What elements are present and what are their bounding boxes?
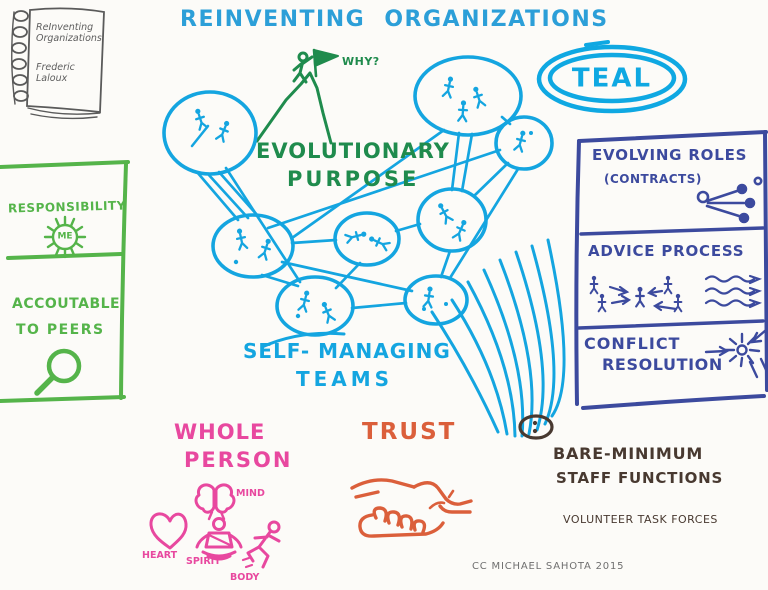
bare-minimum-line2: STAFF FUNCTIONS bbox=[556, 469, 724, 487]
teal-oval-icon bbox=[536, 40, 688, 114]
magnifier-icon bbox=[34, 348, 82, 396]
sun-me-icon bbox=[43, 215, 87, 259]
accountable-line1: ACCOUTABLE bbox=[12, 296, 121, 312]
staff-face-icon bbox=[518, 414, 554, 440]
book-icon bbox=[11, 7, 105, 120]
spirit-label: SPIRIT bbox=[186, 556, 221, 567]
evolutionary-purpose-line2: PURPOSE bbox=[287, 167, 420, 191]
trust-label: TRUST bbox=[362, 419, 457, 445]
conflict-line2: RESOLUTION bbox=[602, 355, 723, 374]
book-cover-title: ReInventing Organizations bbox=[36, 22, 102, 44]
whole-person-line1: WHOLE bbox=[174, 420, 266, 444]
heart-label: HEART bbox=[142, 550, 178, 561]
conflict-burst-icon bbox=[704, 328, 768, 379]
heart-icon bbox=[149, 512, 188, 550]
contracts-label: (CONTRACTS) bbox=[604, 172, 702, 186]
advice-process-label: ADVICE PROCESS bbox=[588, 242, 745, 260]
volunteer-task-forces-label: VOLUNTEER TASK FORCES bbox=[563, 513, 718, 526]
swoosh-lines-icon bbox=[260, 238, 566, 438]
book-cover-author: Frederic Laloux bbox=[36, 62, 75, 84]
me-label: ME bbox=[57, 231, 73, 242]
self-managing-teams-line1: SELF- MANAGING bbox=[243, 339, 451, 363]
evolving-roles-label: EVOLVING ROLES bbox=[592, 146, 748, 164]
accountable-line2: TO PEERS bbox=[16, 322, 105, 338]
why-label: WHY? bbox=[342, 55, 380, 68]
bare-minimum-line1: BARE-MINIMUM bbox=[553, 444, 704, 463]
whole-person-icons bbox=[149, 483, 281, 569]
responsibility-label: RESPONSIBILITY bbox=[7, 198, 126, 216]
page-title: REINVENTING ORGANIZATIONS bbox=[180, 7, 609, 32]
mountain-flag-icon bbox=[255, 48, 339, 145]
advice-process-icon bbox=[589, 274, 763, 313]
whole-person-line2: PERSON bbox=[184, 448, 293, 472]
runner-icon bbox=[241, 520, 281, 569]
self-managing-teams-line2: TEAMS bbox=[296, 367, 394, 391]
mind-label: MIND bbox=[236, 488, 265, 499]
teal-badge-label: TEAL bbox=[571, 63, 653, 94]
right-panel-frame bbox=[574, 130, 768, 410]
meditator-icon bbox=[195, 517, 243, 561]
attribution: CC MICHAEL SAHOTA 2015 bbox=[472, 561, 625, 572]
body-label: BODY bbox=[230, 572, 260, 583]
evolutionary-purpose-line1: EVOLUTIONARY bbox=[256, 139, 450, 163]
role-network-icon bbox=[696, 176, 763, 224]
brain-icon bbox=[194, 483, 236, 521]
left-panel-frame bbox=[0, 160, 130, 403]
team-network-icon bbox=[162, 55, 566, 438]
handshake-icon bbox=[350, 478, 473, 538]
conflict-line1: CONFLICT bbox=[584, 334, 681, 353]
